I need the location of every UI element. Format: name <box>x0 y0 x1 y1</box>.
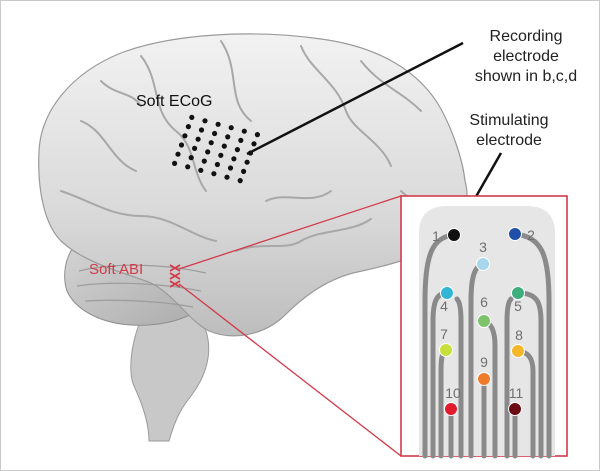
ecog-electrode-dot <box>185 164 191 170</box>
recording-label-line-1: Recording <box>490 28 563 45</box>
ecog-electrode-dot <box>188 155 194 161</box>
brain-illustration <box>38 33 468 442</box>
ecog-electrode-dot <box>237 178 243 184</box>
electrode-3 <box>476 257 490 271</box>
ecog-electrode-dot <box>218 152 224 158</box>
ecog-electrode-dot <box>172 160 178 166</box>
ecog-electrode-dot <box>227 165 234 171</box>
electrode-trace <box>454 296 464 459</box>
cerebellum-folds <box>76 264 207 308</box>
electrode-5 <box>511 286 525 300</box>
electrode-number-7: 7 <box>440 326 448 342</box>
ecog-electrode-dot <box>202 118 208 124</box>
electrode-11 <box>508 402 522 416</box>
ecog-electrode-dot <box>241 168 247 174</box>
electrode-number-8: 8 <box>515 327 523 343</box>
electrode-number-9: 9 <box>480 354 488 370</box>
ecog-electrode-dot <box>189 114 195 120</box>
ecog-electrode-dot <box>224 174 230 180</box>
electrode-number-labels: 1 2 3 4 5 6 7 8 9 10 11 <box>432 227 535 401</box>
electrode-sites <box>439 227 525 416</box>
ecog-electrode-dot <box>231 156 237 162</box>
recording-label-line-2: electrode <box>493 48 559 65</box>
ecog-electrode-dot <box>198 167 204 173</box>
ecog-electrode-dot <box>192 145 198 151</box>
ecog-electrode-dot <box>211 171 217 177</box>
ecog-electrode-dot <box>251 141 257 147</box>
electrode-number-5: 5 <box>514 298 522 314</box>
ecog-electrode-dot <box>175 151 181 157</box>
ecog-electrode-dot <box>198 127 205 133</box>
electrode-4 <box>440 286 454 300</box>
stimulating-label-line-2: electrode <box>476 132 542 149</box>
electrode-number-2: 2 <box>527 227 535 243</box>
ecog-electrode-dot <box>215 121 221 127</box>
electrode-9 <box>477 372 491 386</box>
ecog-electrode-dot <box>208 140 214 146</box>
electrode-trace <box>512 231 552 459</box>
ecog-electrode-dot <box>182 133 188 139</box>
zoom-line-top <box>178 195 402 270</box>
electrode-10 <box>444 402 458 416</box>
electrode-1 <box>447 228 461 242</box>
recording-label-line-3: shown in b,c,d <box>475 68 577 85</box>
ecog-electrode-dot <box>221 143 227 149</box>
ecog-electrode-dot <box>254 132 260 138</box>
zoom-line-bottom <box>178 283 402 457</box>
electrode-number-1: 1 <box>432 228 440 244</box>
ecog-electrode-dot <box>212 130 218 137</box>
ecog-electrode-dot <box>201 158 207 164</box>
electrode-number-6: 6 <box>480 294 488 310</box>
electrode-6 <box>477 314 491 328</box>
electrode-number-4: 4 <box>440 298 448 314</box>
ecog-electrode-dot <box>234 147 240 153</box>
text-labels: Recording electrode shown in b,c,d Stimu… <box>89 28 577 278</box>
soft-ecog-label: Soft ECoG <box>136 93 212 110</box>
soft-abi-marker <box>169 264 181 288</box>
electrode-2 <box>508 227 522 241</box>
ecog-electrode-dot <box>185 124 191 130</box>
electrode-number-3: 3 <box>479 239 487 255</box>
abi-paddle <box>419 206 555 456</box>
ecog-electrode-dot <box>205 149 211 155</box>
ecog-electrode-dot <box>195 136 201 142</box>
electrode-number-10: 10 <box>445 385 461 401</box>
ecog-electrode-dot <box>241 128 247 134</box>
stimulating-label-line-1: Stimulating <box>469 112 548 129</box>
recording-leader-line <box>246 41 464 156</box>
electrode-7 <box>439 343 453 357</box>
ecog-electrode-dot <box>228 125 234 131</box>
ecog-electrode-dot <box>244 159 250 165</box>
ecog-electrode-dot <box>214 161 220 168</box>
soft-abi-label: Soft ABI <box>89 261 143 278</box>
electrode-8 <box>511 344 525 358</box>
ecog-electrode-dot <box>238 137 244 143</box>
ecog-electrode-dot <box>178 142 185 148</box>
electrode-number-11: 11 <box>509 385 524 401</box>
ecog-electrode-dot <box>225 134 231 140</box>
electrode-trace <box>504 296 514 459</box>
